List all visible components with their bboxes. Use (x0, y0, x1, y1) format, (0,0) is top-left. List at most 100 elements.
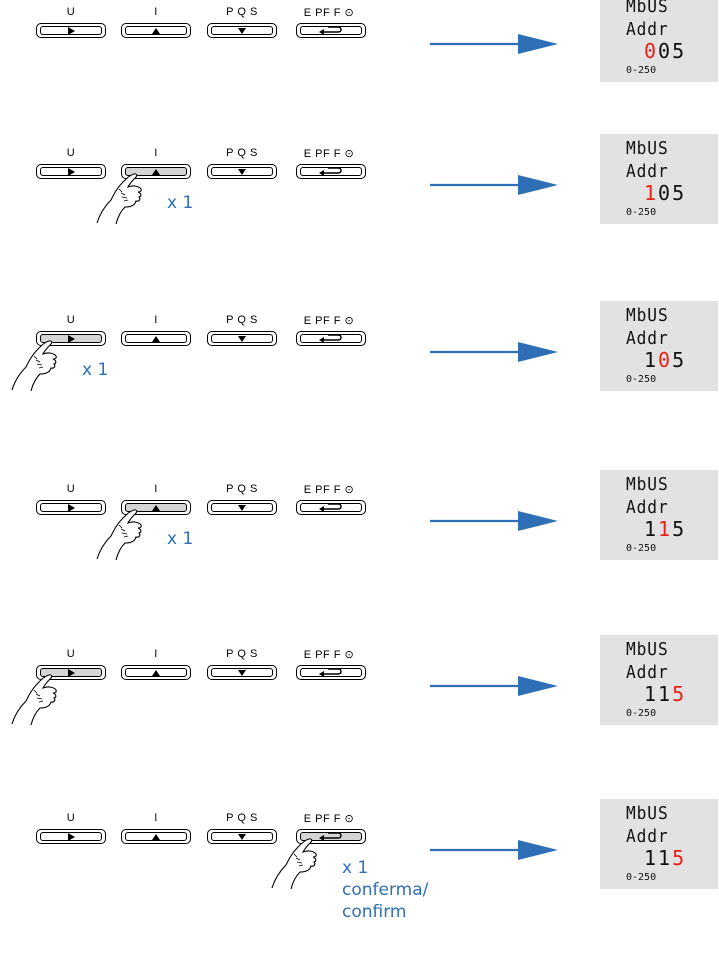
return-arrow-icon (297, 165, 365, 178)
step-row-3: U I P Q S E PF F ⊙ x 1 MbUS Addr (0, 301, 719, 454)
lcd-display: MbUS Addr 115 0-250 (600, 470, 718, 560)
right-button[interactable] (36, 500, 106, 515)
confirm-caption-2: confirm (342, 902, 407, 922)
button-label-u: U (66, 648, 76, 660)
enter-button[interactable] (296, 829, 366, 844)
triangle-down-icon (208, 332, 276, 345)
lcd-range: 0-250 (626, 543, 657, 554)
button-label-epff: E PF F ⊙ (303, 315, 355, 327)
triangle-up-icon (122, 165, 190, 178)
pressing-hand-icon (271, 838, 317, 890)
value-static-prefix: 11 (644, 682, 673, 706)
down-button[interactable] (207, 164, 277, 179)
return-arrow-icon (297, 501, 365, 514)
triangle-up-icon (122, 24, 190, 37)
pressing-hand-icon (96, 173, 142, 225)
triangle-up-icon (122, 666, 190, 679)
up-button[interactable] (121, 331, 191, 346)
lcd-display: MbUS Addr 105 0-250 (600, 134, 718, 224)
button-label-pqs: P Q S (226, 314, 258, 326)
lcd-display: MbUS Addr 105 0-250 (600, 301, 718, 391)
right-button[interactable] (36, 829, 106, 844)
button-label-pqs: P Q S (226, 648, 258, 660)
lcd-range: 0-250 (626, 708, 657, 719)
lcd-line-addr: Addr (626, 19, 669, 40)
lcd-display: MbUS Addr 115 0-250 (600, 799, 718, 889)
triangle-up-icon (122, 501, 190, 514)
triangle-up-icon (122, 332, 190, 345)
enter-button[interactable] (296, 500, 366, 515)
up-button[interactable] (121, 829, 191, 844)
return-arrow-icon (297, 666, 365, 679)
down-button[interactable] (207, 500, 277, 515)
value-static-suffix: 5 (672, 348, 687, 372)
button-label-u: U (66, 314, 76, 326)
press-count: x 1 (167, 193, 194, 213)
play-right-icon (37, 830, 105, 843)
press-count: x 1 (82, 360, 109, 380)
confirm-caption-1: conferma/ (342, 880, 429, 900)
lcd-address-value: 115 (644, 517, 686, 541)
up-button[interactable] (121, 164, 191, 179)
button-label-u: U (66, 6, 76, 18)
lcd-line-mbus: MbUS (626, 138, 669, 159)
enter-button[interactable] (296, 164, 366, 179)
down-button[interactable] (207, 331, 277, 346)
right-button[interactable] (36, 23, 106, 38)
value-static-suffix: 5 (672, 517, 687, 541)
play-right-icon (37, 165, 105, 178)
blinking-digit: 1 (644, 181, 659, 205)
lcd-line-mbus: MbUS (626, 803, 669, 824)
up-button[interactable] (121, 500, 191, 515)
right-button[interactable] (36, 164, 106, 179)
lcd-range: 0-250 (626, 65, 657, 76)
flow-arrow-icon (430, 342, 558, 362)
value-static-suffix: 05 (658, 39, 687, 63)
button-label-u: U (66, 483, 76, 495)
down-button[interactable] (207, 829, 277, 844)
triangle-down-icon (208, 830, 276, 843)
button-label-i: I (154, 812, 158, 824)
enter-button[interactable] (296, 331, 366, 346)
flow-arrow-icon (430, 34, 558, 54)
step-row-5: U I P Q S E PF F ⊙ MbUS Addr (0, 635, 719, 788)
blinking-digit: 0 (658, 348, 673, 372)
lcd-address-value: 105 (644, 348, 686, 372)
button-label-epff: E PF F ⊙ (303, 484, 355, 496)
step-row-2: U I P Q S E PF F ⊙ x 1 MbUS Addr (0, 134, 719, 287)
lcd-range: 0-250 (626, 207, 657, 218)
down-button[interactable] (207, 23, 277, 38)
lcd-line-addr: Addr (626, 662, 669, 683)
pressing-hand-icon (11, 674, 57, 726)
lcd-address-value: 105 (644, 181, 686, 205)
play-right-icon (37, 501, 105, 514)
down-button[interactable] (207, 665, 277, 680)
step-row-1: U I P Q S E PF F ⊙ MbUS Addr (0, 0, 719, 146)
flow-arrow-icon (430, 840, 558, 860)
press-count: x 1 (167, 529, 194, 549)
step-row-6: U I P Q S E PF F ⊙ x 1 conferma/ confirm… (0, 799, 719, 952)
flow-arrow-icon (430, 676, 558, 696)
enter-button[interactable] (296, 665, 366, 680)
right-button[interactable] (36, 331, 106, 346)
up-button[interactable] (121, 665, 191, 680)
lcd-display: MbUS Addr 115 0-250 (600, 635, 718, 725)
button-label-epff: E PF F ⊙ (303, 813, 355, 825)
pressing-hand-icon (11, 340, 57, 392)
up-button[interactable] (121, 23, 191, 38)
return-arrow-icon (297, 830, 365, 843)
button-label-i: I (154, 147, 158, 159)
press-count: x 1 (342, 858, 369, 878)
enter-button[interactable] (296, 23, 366, 38)
blinking-digit: 5 (672, 846, 687, 870)
value-static-suffix: 05 (658, 181, 687, 205)
lcd-line-addr: Addr (626, 161, 669, 182)
return-arrow-icon (297, 24, 365, 37)
blinking-digit: 0 (644, 39, 659, 63)
lcd-address-value: 005 (644, 39, 686, 63)
right-button[interactable] (36, 665, 106, 680)
button-label-i: I (154, 648, 158, 660)
return-arrow-icon (297, 332, 365, 345)
lcd-display: MbUS Addr 005 0-250 (600, 0, 718, 82)
lcd-range: 0-250 (626, 374, 657, 385)
